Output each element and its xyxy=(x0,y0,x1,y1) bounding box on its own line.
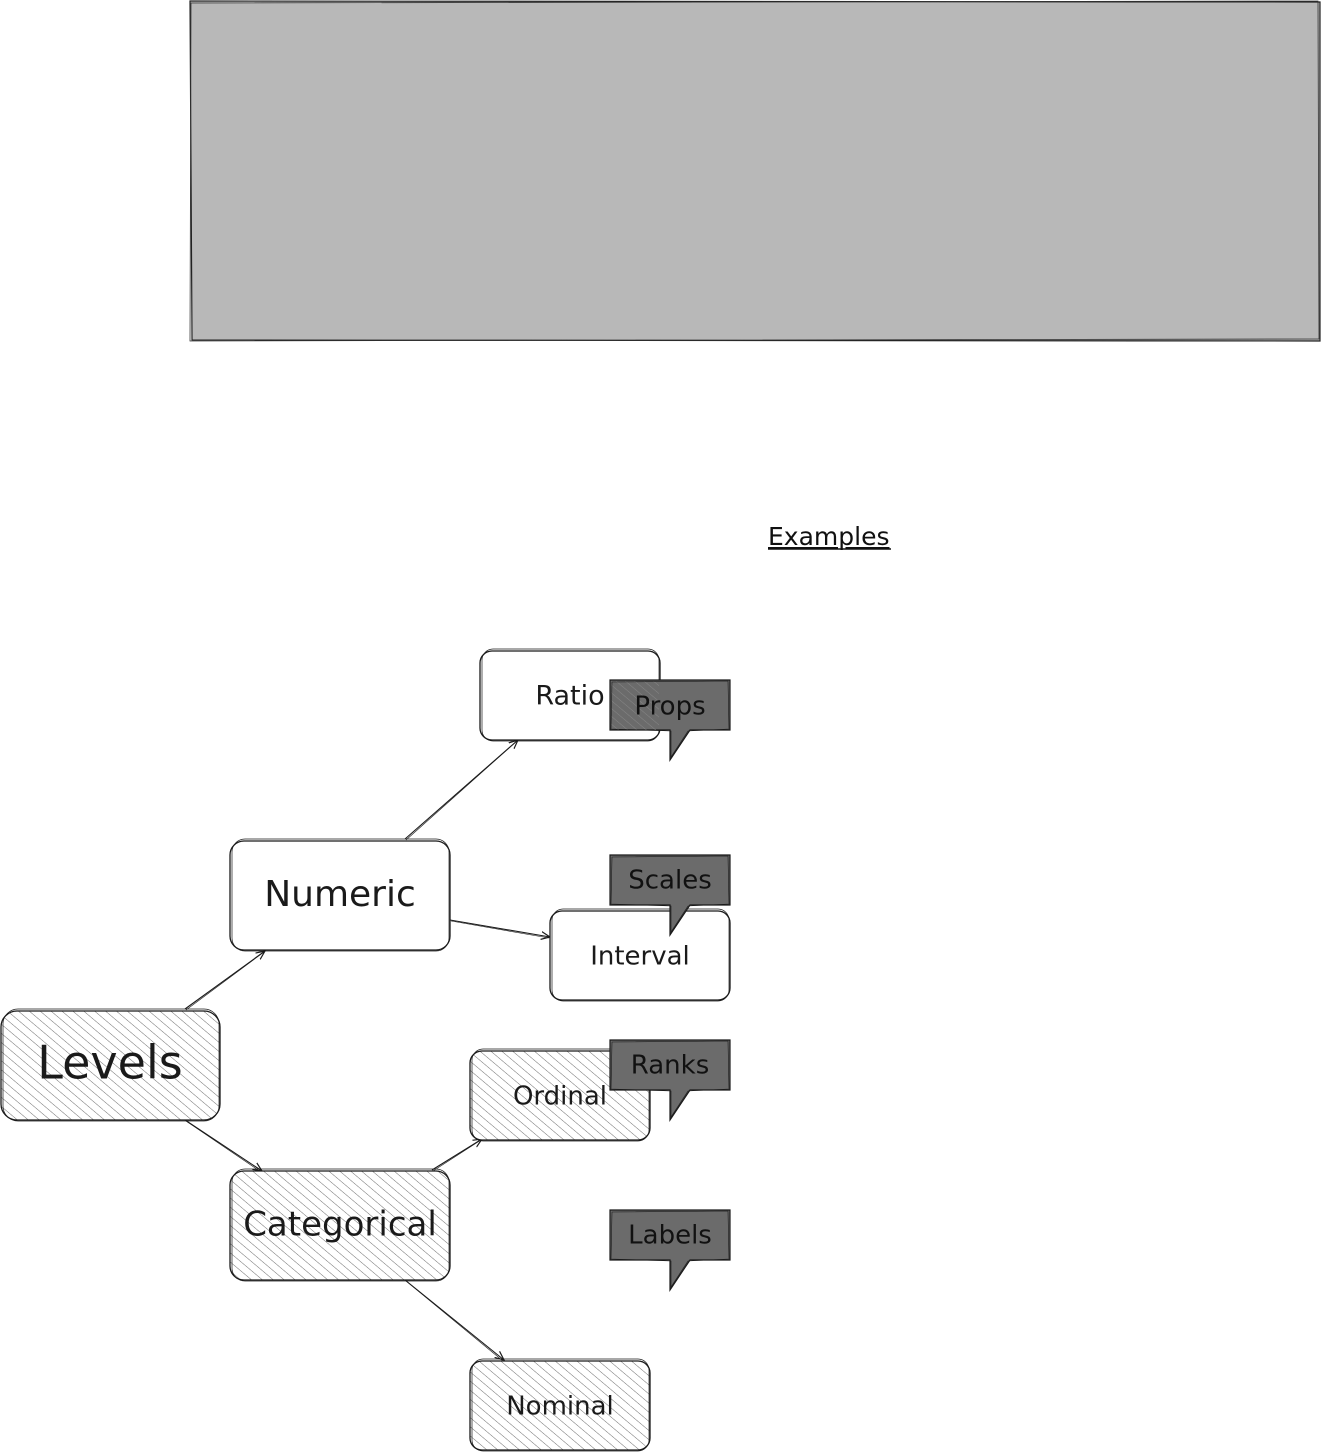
top-banner xyxy=(189,0,1321,342)
node-nominal[interactable]: Nominal xyxy=(469,1358,651,1452)
callout-labels-label: Labels xyxy=(628,1221,712,1251)
node-levels[interactable]: Levels xyxy=(0,1008,221,1122)
node-numeric[interactable]: Numeric xyxy=(229,838,451,952)
node-interval[interactable]: Interval xyxy=(549,908,731,1002)
edges-layer xyxy=(184,740,550,1362)
nodes-layer: Levels Numeric Categorical Ratio Interva… xyxy=(0,648,731,1452)
edge-categorical-to-nominal xyxy=(404,1279,504,1362)
callout-labels[interactable]: Labels xyxy=(609,1209,731,1292)
edge-categorical-to-ordinal xyxy=(431,1139,482,1172)
node-categorical[interactable]: Categorical xyxy=(229,1168,451,1282)
node-nominal-label: Nominal xyxy=(506,1392,614,1422)
node-interval-label: Interval xyxy=(590,942,690,972)
callout-ranks[interactable]: Ranks xyxy=(609,1039,731,1122)
callouts-layer: Props Scales Ranks Labels xyxy=(609,679,731,1292)
callout-props[interactable]: Props xyxy=(609,679,731,762)
node-ordinal[interactable]: Ordinal xyxy=(469,1048,651,1142)
node-categorical-label: Categorical xyxy=(243,1205,437,1245)
node-levels-label: Levels xyxy=(37,1036,182,1090)
examples-heading: Examples xyxy=(768,522,889,551)
callout-scales[interactable]: Scales xyxy=(609,854,731,937)
callout-ranks-label: Ranks xyxy=(631,1051,710,1081)
node-ratio-label: Ratio xyxy=(535,681,604,712)
node-numeric-label: Numeric xyxy=(264,874,416,915)
edge-numeric-to-interval xyxy=(449,919,550,938)
edge-numeric-to-ratio xyxy=(404,740,518,841)
edge-levels-to-categorical xyxy=(184,1119,262,1173)
callout-scales-label: Scales xyxy=(628,866,712,896)
callout-props-label: Props xyxy=(634,692,705,722)
edge-levels-to-numeric xyxy=(184,951,265,1011)
node-ordinal-label: Ordinal xyxy=(513,1082,607,1112)
banner-rectangle xyxy=(189,0,1321,342)
